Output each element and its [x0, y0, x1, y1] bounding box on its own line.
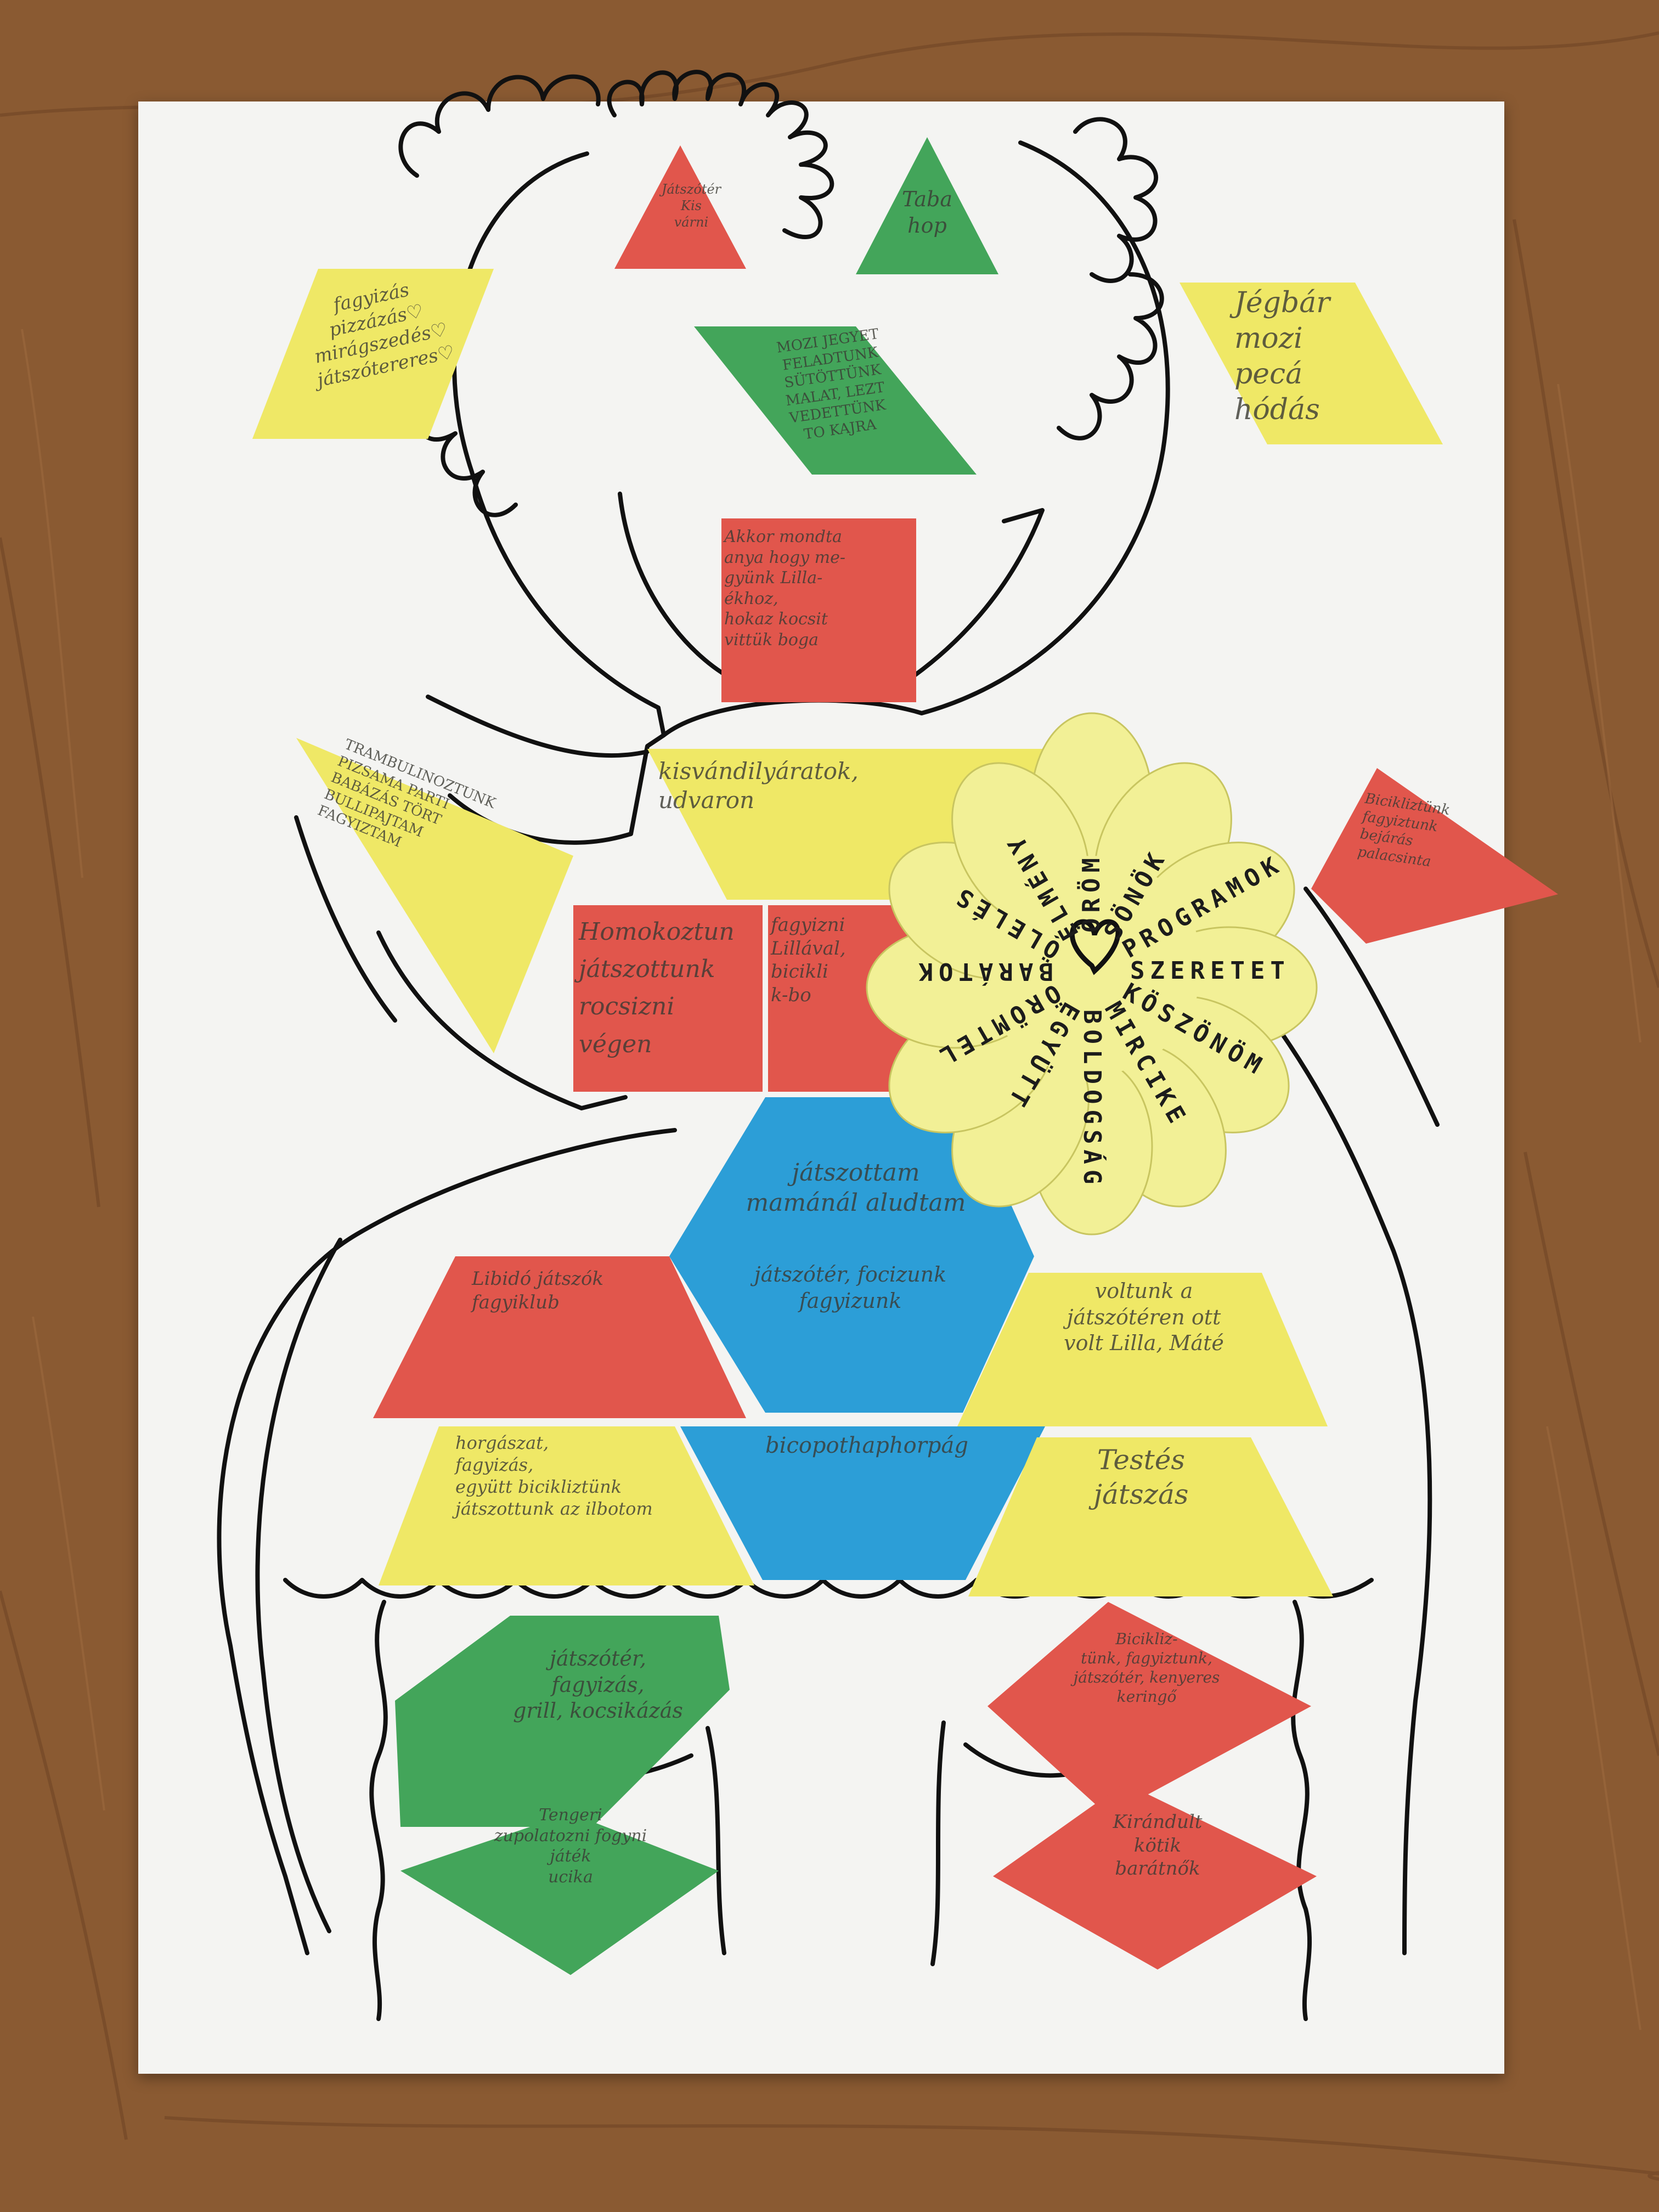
trapezoid-mid-blue — [680, 1426, 1045, 1580]
petal-word: SZERETET — [1130, 957, 1290, 985]
diamond-green-2 — [400, 1813, 719, 1975]
mouth-square — [721, 518, 916, 702]
heart-icon — [1069, 919, 1121, 975]
note-ear-right: Jégbár mozi pecá hódás — [1234, 286, 1330, 426]
note-eye-left: Játszótér Kis várni — [661, 182, 721, 230]
skirt-left-wavy — [369, 1600, 388, 2021]
right-wing-triangle — [1311, 768, 1558, 944]
torso-left-line — [255, 1238, 342, 1933]
trapezoid-right-yellow — [957, 1273, 1328, 1426]
note-diamond-green-1: játszótér, fagyizás, grill, kocsikázás — [513, 1646, 683, 1723]
note-hexagon-bottom: játszótér, focizunk fagyizunk — [754, 1262, 947, 1313]
note-mouth: Akkor mondta anya hogy me- gyünk Lilla- … — [724, 527, 845, 650]
note-trap-left-2: horgászat, fagyizás, együtt bicikliztünk… — [455, 1432, 653, 1519]
ear-right-rhombus — [1180, 283, 1443, 444]
note-diamond-green-2: Tengeri zupolatozni fogyni játék ucika — [494, 1805, 647, 1887]
trapezoid-right-yellow-2 — [968, 1437, 1333, 1596]
nose-rhombus — [694, 326, 977, 475]
note-diamond-red-2: Kirándult kötik barátnők — [1113, 1811, 1203, 1880]
eye-left-triangle — [614, 145, 746, 269]
diamond-red-1 — [988, 1602, 1311, 1816]
chest-left-square — [573, 905, 763, 1092]
curly-hair — [398, 70, 1164, 517]
diamond-red-2 — [993, 1783, 1317, 1970]
note-trap-left-1: Libidó játszók fagyiklub — [472, 1268, 604, 1313]
diamond-green-1 — [395, 1616, 730, 1827]
right-arm — [1271, 887, 1440, 1955]
eye-right-triangle — [856, 137, 998, 274]
ear-left-rhombus — [252, 269, 494, 439]
petal-word: BOLDOGSÁG — [1078, 1009, 1107, 1189]
hexagon-blue — [669, 1097, 1034, 1413]
note-eye-right: Taba hop — [901, 187, 953, 238]
petal-word: BARÁTOK — [913, 957, 1053, 986]
note-diamond-red-1: Bicikliz- tünk, fagyiztunk, játszótér, k… — [1073, 1630, 1220, 1706]
note-trap-right-2: Testés játszás — [1093, 1444, 1189, 1510]
neck-and-arms — [217, 695, 677, 1955]
petal-word: ÖRÖM — [1076, 853, 1105, 933]
left-arm-wing — [296, 738, 573, 1053]
trapezoid-left-yellow — [379, 1426, 754, 1585]
note-trap-mid-2: bicopothaphorpág — [765, 1433, 968, 1458]
trapezoid-left-red — [373, 1256, 746, 1418]
note-hexagon-top: játszottam mamánál aludtam — [746, 1159, 966, 1217]
note-chest-left: Homokoztun játszottunk rocsizni végen — [579, 918, 735, 1058]
note-collar: kisvándilyáratok, udvaron — [658, 758, 859, 814]
note-trap-right-1: voltunk a játszótéren ott volt Lilla, Má… — [1064, 1279, 1224, 1355]
note-chest-right: fagyizni Lillával, bicikli k-bo — [771, 914, 846, 1006]
mouth-outline — [618, 492, 1045, 688]
skirt-right-wavy — [1291, 1600, 1312, 2021]
